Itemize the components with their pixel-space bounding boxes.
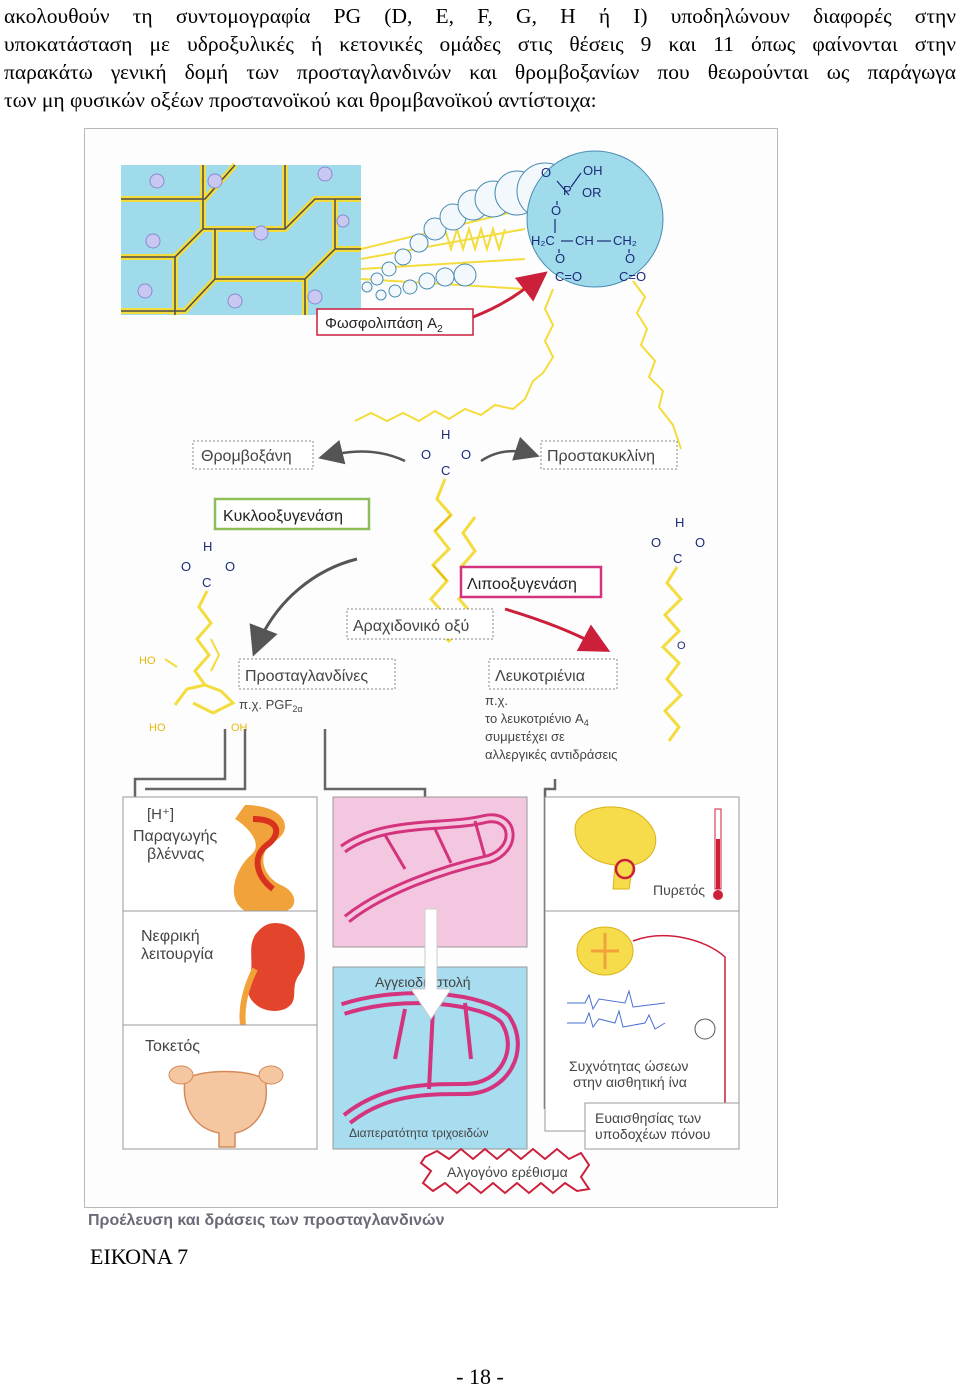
intro-line: ακολουθούν τη συντομογραφία PG (D, E, F,…: [4, 2, 956, 30]
svg-text:O: O: [181, 559, 191, 574]
svg-text:P: P: [563, 183, 572, 198]
intro-paragraph: ακολουθούν τη συντομογραφία PG (D, E, F,…: [4, 2, 956, 114]
svg-text:O: O: [555, 251, 565, 266]
figure-illustration: OH P OR O O H₂C CH CH₂ O O C=O C=O: [85, 129, 777, 1207]
panel-renal: Νεφρική λειτουργία: [123, 911, 317, 1025]
svg-text:Θρομβοξάνη: Θρομβοξάνη: [201, 448, 292, 465]
intro-line: υποκατάσταση με υδροξυλικές ή κετονικές …: [4, 30, 956, 58]
panel-fever: Πυρετός: [545, 797, 739, 911]
figure-caption: Προέλευση και δράσεις των προσταγλανδινώ…: [88, 1212, 444, 1230]
pain-stimulus-label: Αλγογόνο ερέθισμα: [421, 1149, 589, 1193]
svg-text:π.χ.: π.χ.: [485, 693, 508, 708]
leukotriene-example: π.χ. το λευκοτριένιο A4 συμμετέχει σε αλ…: [485, 693, 617, 762]
svg-text:Λιποοξυγενάση: Λιποοξυγενάση: [467, 576, 577, 593]
prostaglandin-molecule: H O O C HO HO OH: [139, 539, 248, 734]
svg-text:Ευαισθησίας των: Ευαισθησίας των: [595, 1110, 701, 1126]
svg-text:Νεφρική: Νεφρική: [141, 928, 200, 945]
leukotrienes-label: Λευκοτριένια: [489, 659, 617, 689]
figure-number: ΕΙΚΟΝΑ 7: [90, 1244, 188, 1270]
svg-text:O: O: [625, 251, 635, 266]
svg-text:Πυρετός: Πυρετός: [653, 882, 705, 898]
svg-text:Αγγειοδιαστολή: Αγγειοδιαστολή: [375, 974, 471, 990]
svg-text:Παραγωγής: Παραγωγής: [133, 828, 218, 845]
thromboxane-label: Θρομβοξάνη: [193, 441, 313, 469]
panel-nerve: Συχνότητας ώσεων στην αισθητική ίνα: [545, 911, 739, 1131]
prostacyclin-label: Προστακυκλίνη: [541, 441, 677, 469]
cyclooxygenase-label: Κυκλοοξυγενάση: [215, 499, 369, 529]
svg-text:υποδοχέων πόνου: υποδοχέων πόνου: [595, 1126, 710, 1142]
svg-text:Διαπερατότητα τριχοειδών: Διαπερατότητα τριχοειδών: [349, 1126, 488, 1140]
arachidonic-acid-label: Αραχιδονικό οξύ: [347, 609, 493, 639]
svg-text:C: C: [202, 575, 211, 590]
svg-text:OH: OH: [583, 163, 603, 178]
leukotriene-molecule: H O O C O: [651, 515, 705, 741]
svg-text:αλλεργικές αντιδράσεις: αλλεργικές αντιδράσεις: [485, 747, 617, 762]
svg-text:συμμετέχει σε: συμμετέχει σε: [485, 729, 565, 744]
svg-text:Προσταγλανδίνες: Προσταγλανδίνες: [245, 668, 368, 685]
intro-line: παρακάτω γενική δομή των προσταγλανδινών…: [4, 58, 956, 86]
phospholipase-label: Φωσφολιπάση A2: [317, 309, 473, 335]
svg-text:O: O: [695, 535, 705, 550]
svg-text:στην αισθητική ίνα: στην αισθητική ίνα: [573, 1074, 687, 1090]
svg-text:C: C: [673, 551, 682, 566]
panel-mucus: [H⁺] Παραγωγής βλέννας: [123, 797, 317, 911]
svg-text:Αραχιδονικό οξύ: Αραχιδονικό οξύ: [353, 618, 469, 635]
phospholipid-molecule: OH P OR O O H₂C CH CH₂ O O C=O C=O: [527, 151, 663, 287]
svg-text:O: O: [421, 447, 431, 462]
svg-text:H₂C: H₂C: [531, 233, 555, 248]
prostaglandin-figure: OH P OR O O H₂C CH CH₂ O O C=O C=O: [84, 128, 778, 1208]
svg-text:Συχνότητας ώσεων: Συχνότητας ώσεων: [569, 1058, 688, 1074]
pgf-example: π.χ. PGF2α: [239, 697, 303, 714]
page-number: - 18 -: [0, 1364, 960, 1390]
svg-text:O: O: [225, 559, 235, 574]
svg-text:λειτουργία: λειτουργία: [141, 946, 213, 963]
panel-pain-receptors: Ευαισθησίας των υποδοχέων πόνου: [585, 1103, 739, 1149]
svg-text:O: O: [541, 165, 551, 180]
svg-text:O: O: [461, 447, 471, 462]
svg-text:CH₂: CH₂: [613, 233, 637, 248]
prostaglandins-label: Προσταγλανδίνες: [239, 659, 395, 689]
svg-text:το λευκοτριένιο A4: το λευκοτριένιο A4: [485, 711, 589, 728]
svg-text:H: H: [675, 515, 684, 530]
svg-text:[H⁺]: [H⁺]: [147, 806, 174, 823]
svg-text:Τοκετός: Τοκετός: [145, 1038, 200, 1055]
intro-line: των μη φυσικών οξέων προστανοϊκού και θρ…: [4, 86, 956, 114]
svg-text:Κυκλοοξυγενάση: Κυκλοοξυγενάση: [223, 508, 343, 525]
svg-text:Λευκοτριένια: Λευκοτριένια: [495, 668, 585, 685]
svg-text:C=O: C=O: [555, 269, 582, 284]
svg-text:CH: CH: [575, 233, 594, 248]
svg-text:C: C: [441, 463, 450, 478]
svg-text:Προστακυκλίνη: Προστακυκλίνη: [547, 448, 655, 465]
svg-text:O: O: [651, 535, 661, 550]
panel-labor: Τοκετός: [123, 1025, 317, 1149]
svg-text:HO: HO: [139, 655, 156, 667]
svg-text:βλέννας: βλέννας: [147, 846, 205, 863]
svg-text:OR: OR: [582, 185, 602, 200]
lipoxygenase-label: Λιποοξυγενάση: [461, 567, 601, 597]
svg-text:O: O: [551, 203, 561, 218]
svg-text:HO: HO: [149, 722, 166, 734]
svg-text:H: H: [203, 539, 212, 554]
svg-text:H: H: [441, 427, 450, 442]
svg-text:Αλγογόνο ερέθισμα: Αλγογόνο ερέθισμα: [447, 1164, 568, 1180]
cell-membrane-illustration: [121, 165, 361, 315]
svg-text:O: O: [677, 640, 686, 652]
